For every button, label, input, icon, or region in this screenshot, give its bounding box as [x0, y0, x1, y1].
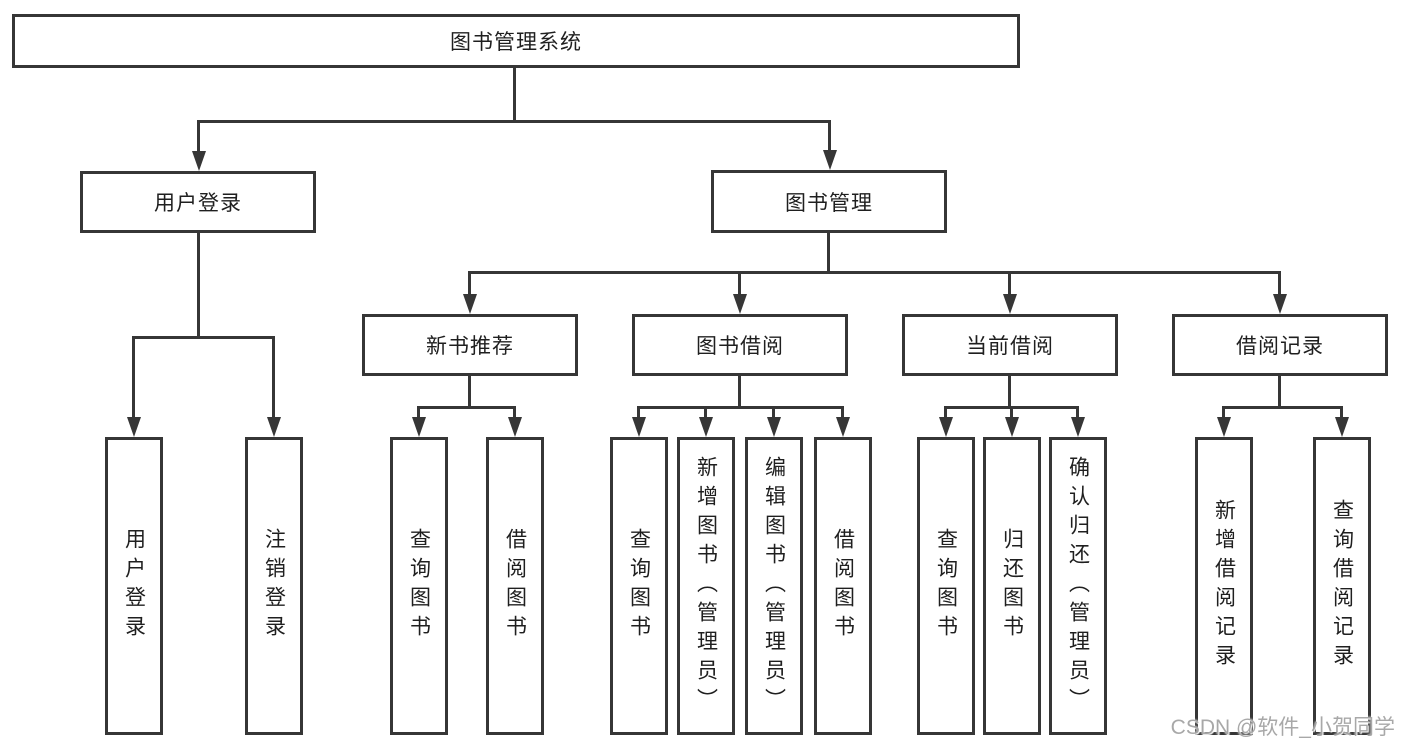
arrow-down-icon — [767, 417, 781, 437]
leaf-user-login: 用户登录 — [105, 437, 163, 735]
connector-bookmgmt-stem — [827, 233, 830, 271]
node-label: 借阅记录 — [1236, 335, 1324, 358]
leaf-logout: 注销登录 — [245, 437, 303, 735]
node-label: 新增借阅记录 — [1212, 499, 1236, 673]
arrow-down-icon — [267, 417, 281, 437]
node-label: 借阅图书 — [831, 528, 855, 644]
arrow-down-icon — [1003, 294, 1017, 314]
connector-root-rail — [197, 120, 831, 123]
arrow-down-icon — [939, 417, 953, 437]
leaf-add-borrow-record: 新增借阅记录 — [1195, 437, 1253, 735]
node-label: 查询图书 — [627, 528, 651, 644]
node-book-borrowing: 图书借阅 — [632, 314, 848, 376]
connector-drop-user-login — [197, 120, 200, 153]
arrow-down-icon — [192, 151, 206, 171]
node-label: 用户登录 — [154, 192, 242, 215]
node-label: 注销登录 — [262, 528, 286, 644]
connector-drop-leaf — [417, 406, 420, 419]
connector-current-stem — [1008, 376, 1011, 406]
arrow-down-icon — [1071, 417, 1085, 437]
node-label: 编辑图书（管理员） — [762, 455, 786, 717]
csdn-watermark: CSDN @软件_小贺同学 — [1170, 716, 1395, 739]
node-label: 图书管理系统 — [450, 31, 582, 54]
leaf-edit-book-admin: 编辑图书（管理员） — [745, 437, 803, 735]
node-label: 查询借阅记录 — [1330, 499, 1354, 673]
leaf-borrow-books-borrowing: 借阅图书 — [814, 437, 872, 735]
arrow-down-icon — [699, 417, 713, 437]
connector-drop-l3 — [1278, 271, 1281, 297]
node-new-book-recommend: 新书推荐 — [362, 314, 578, 376]
connector-records-rail — [1222, 406, 1343, 409]
connector-drop-book-mgmt — [828, 120, 831, 152]
connector-drop-leaf — [1076, 406, 1079, 419]
connector-drop-leaf — [637, 406, 640, 419]
connector-bookmgmt-rail — [468, 271, 1281, 274]
connector-root-stem — [513, 68, 516, 120]
node-label: 图书管理 — [785, 191, 873, 215]
connector-drop-l3 — [468, 271, 471, 297]
connector-drop-leaf — [132, 336, 135, 419]
leaf-return-book: 归还图书 — [983, 437, 1041, 735]
connector-drop-leaf — [944, 406, 947, 419]
arrow-down-icon — [632, 417, 646, 437]
node-label: 图书借阅 — [696, 335, 784, 358]
node-label: 查询图书 — [934, 528, 958, 644]
connector-drop-leaf — [1222, 406, 1225, 419]
node-label: 用户登录 — [122, 528, 146, 644]
connector-drop-l3 — [738, 271, 741, 297]
arrow-down-icon — [412, 417, 426, 437]
leaf-query-borrow-record: 查询借阅记录 — [1313, 437, 1371, 735]
connector-drop-leaf — [513, 406, 516, 419]
node-label: 查询图书 — [407, 528, 431, 644]
node-label: 归还图书 — [1000, 528, 1024, 644]
arrow-down-icon — [1335, 417, 1349, 437]
connector-drop-leaf — [1340, 406, 1343, 419]
node-library-management-system: 图书管理系统 — [12, 14, 1020, 68]
node-label: 新书推荐 — [426, 335, 514, 358]
node-label: 新增图书（管理员） — [694, 455, 718, 717]
connector-drop-leaf — [772, 406, 775, 419]
connector-borrowing-rail — [637, 406, 844, 409]
connector-drop-leaf — [704, 406, 707, 419]
connector-drop-leaf — [272, 336, 275, 419]
arrow-down-icon — [836, 417, 850, 437]
arrow-down-icon — [508, 417, 522, 437]
leaf-confirm-return-admin: 确认归还（管理员） — [1049, 437, 1107, 735]
arrow-down-icon — [1005, 417, 1019, 437]
arrow-down-icon — [1273, 294, 1287, 314]
leaf-query-books-borrowing: 查询图书 — [610, 437, 668, 735]
arrow-down-icon — [823, 150, 837, 170]
node-user-login: 用户登录 — [80, 171, 316, 233]
connector-recommend-rail — [417, 406, 516, 409]
connector-recommend-stem — [468, 376, 471, 406]
connector-drop-l3 — [1008, 271, 1011, 297]
leaf-add-book-admin: 新增图书（管理员） — [677, 437, 735, 735]
arrow-down-icon — [463, 294, 477, 314]
node-borrowing-records: 借阅记录 — [1172, 314, 1388, 376]
node-label: 当前借阅 — [966, 335, 1054, 358]
leaf-borrow-books-recommend: 借阅图书 — [486, 437, 544, 735]
connector-userlogin-stem — [197, 233, 200, 336]
node-book-management: 图书管理 — [711, 170, 947, 233]
arrow-down-icon — [127, 417, 141, 437]
connector-drop-leaf — [841, 406, 844, 419]
leaf-query-books-current: 查询图书 — [917, 437, 975, 735]
connector-drop-leaf — [1010, 406, 1013, 419]
leaf-query-books-recommend: 查询图书 — [390, 437, 448, 735]
connector-borrowing-stem — [738, 376, 741, 406]
node-label: 借阅图书 — [503, 528, 527, 644]
node-current-borrowing: 当前借阅 — [902, 314, 1118, 376]
arrow-down-icon — [733, 294, 747, 314]
arrow-down-icon — [1217, 417, 1231, 437]
node-label: 确认归还（管理员） — [1066, 455, 1090, 717]
connector-userlogin-rail — [132, 336, 275, 339]
connector-records-stem — [1278, 376, 1281, 406]
